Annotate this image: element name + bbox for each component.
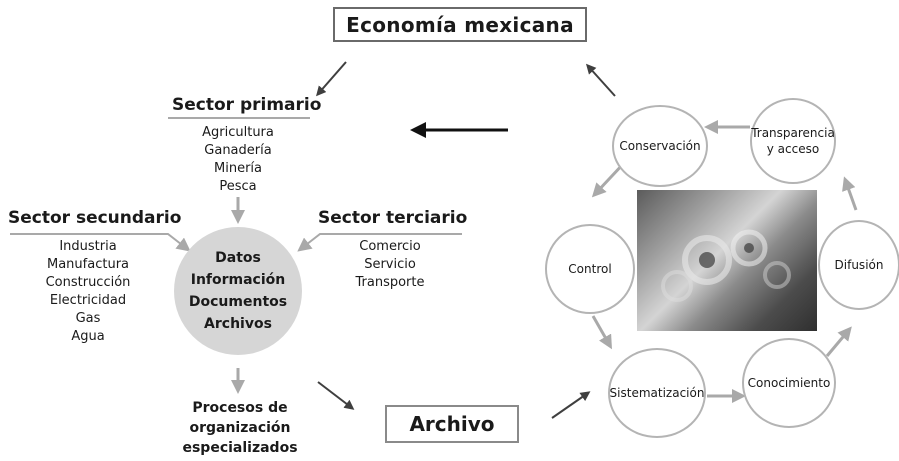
cycle-arrow-conocimiento-difusion [825,326,852,357]
terciario-connector [297,233,462,252]
arrow-cycle-to-economia [585,63,616,97]
arrow-archivo-to-cycle [551,391,591,419]
list-item: Minería [214,161,262,176]
list-item: Industria [59,239,117,254]
cycle-node-conservacion: Conservación [612,105,708,187]
cycle-node-sistematizacion: Sistematización [608,348,706,438]
gears-icon [661,229,791,302]
cycle-node-transparencia: Transparencia y acceso [750,98,836,184]
cycle-arrow-difusion-transparencia [842,176,858,211]
procesos-line: organización [189,420,291,436]
list-item: Electricidad [49,293,127,308]
center-line: Datos [215,250,261,266]
secundario-connector [10,233,191,252]
center-line: Archivos [204,316,272,332]
sector-secundario-heading: Sector secundario [8,208,182,228]
procesos-line: especializados [182,440,298,456]
sector-terciario-list: Comercio Servicio Transporte [340,238,440,292]
center-line: Información [190,272,286,288]
procesos-label: Procesos de organización especializados [160,398,320,458]
cycle-node-difusion: Difusión [818,220,899,310]
list-item: Comercio [359,239,421,254]
list-item: Ganadería [204,143,272,158]
list-item: Construcción [45,275,131,290]
cycle-node-control: Control [545,224,635,314]
cycle-node-label: Sistematización [609,386,705,400]
cycle-node-label: Conocimiento [747,376,831,390]
gears-photo [637,190,817,331]
economia-title: Economía mexicana [346,12,574,37]
cycle-node-label: Transparencia [751,126,835,140]
cycle-arrow-control-sistematizacion [591,315,612,350]
sector-primario-heading: Sector primario [172,95,322,115]
archivo-box: Archivo [385,405,519,443]
sector-primario-list: Agricultura Ganadería Minería Pesca [188,124,288,196]
list-item: Manufactura [47,257,129,272]
cycle-node-label: Difusión [834,258,884,272]
list-item: Agricultura [202,125,274,140]
list-item: Servicio [364,257,416,272]
list-item: Pesca [219,179,257,194]
center-line: Documentos [188,294,288,310]
economia-title-box: Economía mexicana [333,7,587,42]
procesos-line: Procesos de [192,400,288,416]
sector-terciario-heading: Sector terciario [318,208,468,228]
arrow-center-to-archivo [317,381,355,410]
list-item: Agua [71,329,105,344]
datos-center-circle: Datos Información Documentos Archivos [174,227,302,355]
list-item: Gas [75,311,101,326]
cycle-node-label: Conservación [619,139,701,153]
list-item: Transporte [355,275,425,290]
sector-secundario-list: Industria Manufactura Construcción Elect… [28,238,148,346]
arrow-economia-to-primario [316,61,347,97]
cycle-node-label: y acceso [766,142,820,156]
cycle-node-conocimiento: Conocimiento [742,338,836,428]
cycle-node-label: Control [568,262,612,276]
archivo-label: Archivo [409,412,495,436]
